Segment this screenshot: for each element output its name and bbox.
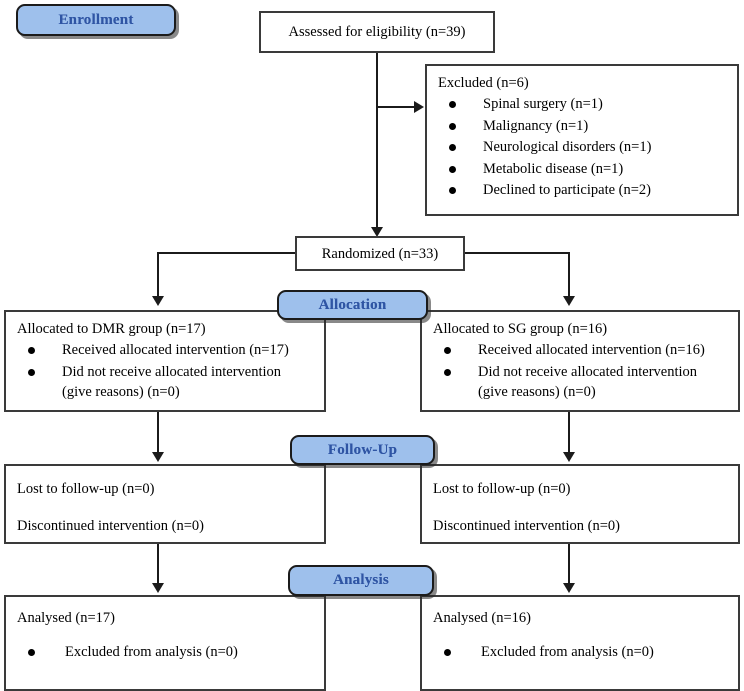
analysis-right-list: Excluded from analysis (n=0) bbox=[433, 642, 729, 663]
alloc-left-heading: Allocated to DMR group (n=17) bbox=[17, 321, 206, 337]
box-randomized: Randomized (n=33) bbox=[295, 236, 465, 271]
bullet-dot-icon bbox=[444, 649, 451, 656]
bullet-dot-icon bbox=[449, 187, 456, 195]
bullet-dot-icon bbox=[444, 347, 451, 354]
follow-right-line2: Discontinued intervention (n=0) bbox=[433, 518, 620, 534]
bullet-dot-icon bbox=[28, 368, 35, 376]
stage-badge-enrollment: Enrollment bbox=[16, 4, 176, 36]
excluded-reason-text: Metabolic disease (n=1) bbox=[483, 160, 624, 177]
analysis-right-item1: Excluded from analysis (n=0) bbox=[481, 644, 654, 660]
arrowhead-alloc-right bbox=[563, 296, 575, 306]
stage-badge-followup: Follow-Up bbox=[290, 435, 435, 465]
list-item: Malignancy (n=1) bbox=[438, 116, 728, 137]
connector-alloc-right-to-follow-right bbox=[568, 412, 570, 454]
bullet-dot-icon bbox=[28, 347, 35, 354]
follow-left-line2: Discontinued intervention (n=0) bbox=[17, 518, 204, 534]
connector-assessed-to-randomized bbox=[376, 53, 378, 231]
connector-assessed-to-excluded bbox=[376, 106, 416, 108]
box-allocation-dmr: Allocated to DMR group (n=17) Received a… bbox=[4, 310, 326, 412]
connector-randomized-left-branch bbox=[157, 252, 297, 254]
box-followup-sg: Lost to follow-up (n=0) Discontinued int… bbox=[420, 464, 740, 544]
assessed-text: Assessed for eligibility (n=39) bbox=[288, 24, 466, 40]
list-item: Excluded from analysis (n=0) bbox=[433, 642, 729, 663]
list-item: Excluded from analysis (n=0) bbox=[17, 642, 315, 663]
arrowhead-analysis-left bbox=[152, 583, 164, 593]
connector-randomized-left-drop bbox=[157, 252, 159, 300]
excluded-reason-text: Neurological disorders (n=1) bbox=[483, 139, 652, 156]
list-item: Declined to participate (n=2) bbox=[438, 180, 728, 201]
arrowhead-follow-right bbox=[563, 452, 575, 462]
bullet-dot-icon bbox=[444, 368, 451, 376]
excluded-reason-text: Spinal surgery (n=1) bbox=[483, 96, 603, 112]
follow-right-line1: Lost to follow-up (n=0) bbox=[433, 481, 571, 497]
alloc-right-item2-line1: Did not receive allocated intervention bbox=[478, 363, 698, 380]
connector-randomized-right-drop bbox=[568, 252, 570, 300]
arrowhead-excluded bbox=[414, 101, 424, 113]
alloc-right-heading: Allocated to SG group (n=16) bbox=[433, 321, 608, 337]
alloc-right-item1: Received allocated intervention (n=16) bbox=[478, 342, 705, 358]
box-analysis-dmr: Analysed (n=17) Excluded from analysis (… bbox=[4, 595, 326, 691]
excluded-reason-text: Malignancy (n=1) bbox=[483, 117, 589, 134]
box-analysis-sg: Analysed (n=16) Excluded from analysis (… bbox=[420, 595, 740, 691]
alloc-right-list: Received allocated intervention (n=16) D… bbox=[433, 340, 729, 403]
box-followup-dmr: Lost to follow-up (n=0) Discontinued int… bbox=[4, 464, 326, 544]
stage-badge-allocation-label: Allocation bbox=[318, 296, 387, 313]
connector-alloc-left-to-follow-left bbox=[157, 412, 159, 454]
list-item: Did not receive allocated intervention (… bbox=[17, 362, 315, 403]
connector-follow-right-to-analysis-right bbox=[568, 543, 570, 585]
list-item: Neurological disorders (n=1) bbox=[438, 137, 728, 158]
analysis-left-list: Excluded from analysis (n=0) bbox=[17, 642, 315, 663]
bullet-dot-icon bbox=[28, 649, 35, 656]
bullet-dot-icon bbox=[449, 101, 456, 108]
stage-badge-followup-label: Follow-Up bbox=[327, 441, 398, 458]
arrowhead-alloc-left bbox=[152, 296, 164, 306]
list-item: Metabolic disease (n=1) bbox=[438, 159, 728, 180]
alloc-left-item2-line2: (give reasons) (n=0) bbox=[62, 384, 180, 401]
bullet-dot-icon bbox=[449, 122, 456, 130]
arrowhead-randomized bbox=[371, 227, 383, 237]
list-item: Spinal surgery (n=1) bbox=[438, 94, 728, 115]
analysis-left-item1: Excluded from analysis (n=0) bbox=[65, 644, 238, 660]
list-item: Received allocated intervention (n=17) bbox=[17, 340, 315, 361]
arrowhead-follow-left bbox=[152, 452, 164, 462]
alloc-left-item1: Received allocated intervention (n=17) bbox=[62, 342, 289, 358]
bullet-dot-icon bbox=[449, 144, 456, 152]
box-assessed-for-eligibility: Assessed for eligibility (n=39) bbox=[259, 11, 495, 53]
analysis-right-heading: Analysed (n=16) bbox=[433, 610, 531, 626]
connector-follow-left-to-analysis-left bbox=[157, 543, 159, 585]
list-item: Received allocated intervention (n=16) bbox=[433, 340, 729, 361]
stage-badge-analysis-label: Analysis bbox=[333, 572, 389, 588]
alloc-left-list: Received allocated intervention (n=17) D… bbox=[17, 340, 315, 403]
stage-badge-enrollment-label: Enrollment bbox=[58, 11, 134, 28]
alloc-right-item2-line2: (give reasons) (n=0) bbox=[478, 384, 596, 401]
excluded-heading: Excluded (n=6) bbox=[438, 75, 529, 91]
analysis-left-heading: Analysed (n=17) bbox=[17, 610, 115, 626]
arrowhead-analysis-right bbox=[563, 583, 575, 593]
follow-left-line1: Lost to follow-up (n=0) bbox=[17, 481, 155, 497]
randomized-text: Randomized (n=33) bbox=[321, 245, 439, 262]
box-excluded: Excluded (n=6) Spinal surgery (n=1) Mali… bbox=[425, 64, 739, 216]
bullet-dot-icon bbox=[449, 165, 456, 173]
excluded-reason-list: Spinal surgery (n=1) Malignancy (n=1) Ne… bbox=[438, 94, 728, 201]
alloc-left-item2-line1: Did not receive allocated intervention bbox=[62, 363, 282, 380]
excluded-reason-text: Declined to participate (n=2) bbox=[483, 182, 652, 199]
list-item: Did not receive allocated intervention (… bbox=[433, 362, 729, 403]
connector-randomized-right-branch bbox=[463, 252, 570, 254]
stage-badge-analysis: Analysis bbox=[288, 565, 434, 596]
box-allocation-sg: Allocated to SG group (n=16) Received al… bbox=[420, 310, 740, 412]
stage-badge-allocation: Allocation bbox=[277, 290, 428, 320]
